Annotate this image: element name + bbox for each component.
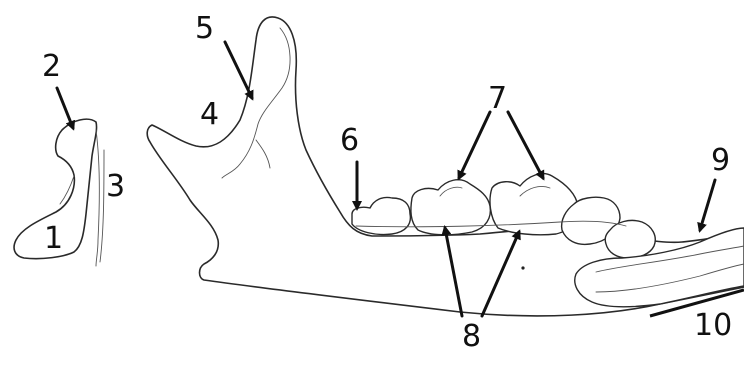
arrow-9 xyxy=(697,178,717,233)
label-10: 10 xyxy=(694,308,732,343)
tooth-1 xyxy=(351,196,412,236)
label-8: 8 xyxy=(462,319,481,354)
arrows xyxy=(55,40,717,318)
label-1: 1 xyxy=(44,221,63,256)
label-3: 3 xyxy=(106,169,125,204)
arrow-7a xyxy=(457,110,492,181)
label-6: 6 xyxy=(340,123,359,158)
scale-bar xyxy=(649,288,744,318)
arrow-5 xyxy=(223,40,254,101)
arrow-8a xyxy=(441,225,464,318)
label-9: 9 xyxy=(711,143,730,178)
label-5: 5 xyxy=(195,11,214,46)
arrow-7b xyxy=(506,110,545,181)
label-2: 2 xyxy=(42,49,61,84)
teeth xyxy=(351,172,744,308)
condyle-fragment xyxy=(13,118,105,267)
tooth-5 xyxy=(604,219,656,259)
labels: 1 2 3 4 5 6 7 8 9 10 xyxy=(42,11,732,354)
arrow-8b xyxy=(480,229,521,318)
arrow-2 xyxy=(55,86,76,131)
label-7: 7 xyxy=(488,81,507,116)
label-4: 4 xyxy=(200,97,219,132)
